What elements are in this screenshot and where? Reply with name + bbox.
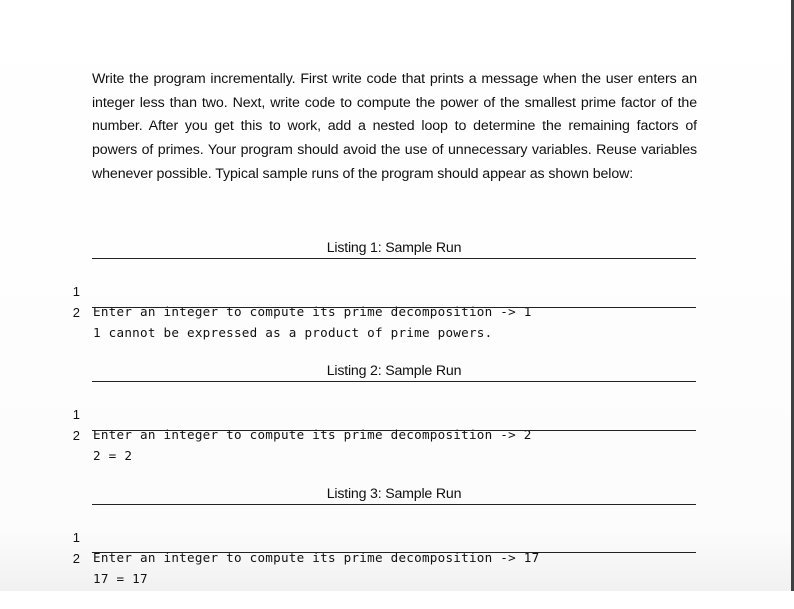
window-edge-bar	[791, 0, 794, 591]
line-number: 1	[72, 284, 80, 299]
instructions-paragraph: Write the program incrementally. First w…	[92, 71, 697, 182]
bottom-rule	[92, 552, 696, 553]
code-line: 1 Enter an integer to compute its prime …	[0, 508, 539, 565]
listing-caption: Listing 1: Sample Run	[326, 240, 462, 256]
top-rule	[92, 504, 696, 505]
code-text: Enter an integer to compute its prime de…	[93, 550, 540, 565]
top-rule	[92, 381, 696, 382]
line-number: 1	[72, 530, 80, 545]
top-rule	[92, 258, 696, 259]
line-number: 2	[72, 551, 80, 566]
bottom-rule	[92, 430, 696, 431]
code-text: Enter an integer to compute its prime de…	[93, 304, 532, 319]
bottom-rule	[92, 307, 696, 308]
code-line: 2 1 cannot be expressed as a product of …	[0, 283, 492, 340]
code-text: 2 = 2	[93, 448, 133, 463]
code-line: 1 Enter an integer to compute its prime …	[0, 385, 532, 442]
listing-caption: Listing 3: Sample Run	[326, 486, 462, 502]
code-text: Enter an integer to compute its prime de…	[93, 427, 532, 442]
code-line: 2 2 = 2	[0, 406, 132, 463]
line-number: 2	[72, 305, 80, 320]
code-text: 1 cannot be expressed as a product of pr…	[93, 325, 493, 340]
code-text: 17 = 17	[93, 571, 148, 586]
code-line: 2 17 = 17	[0, 529, 148, 586]
line-number: 1	[72, 407, 80, 422]
code-line: 1 Enter an integer to compute its prime …	[0, 262, 532, 319]
listing-caption: Listing 2: Sample Run	[326, 363, 462, 379]
line-number: 2	[72, 428, 80, 443]
